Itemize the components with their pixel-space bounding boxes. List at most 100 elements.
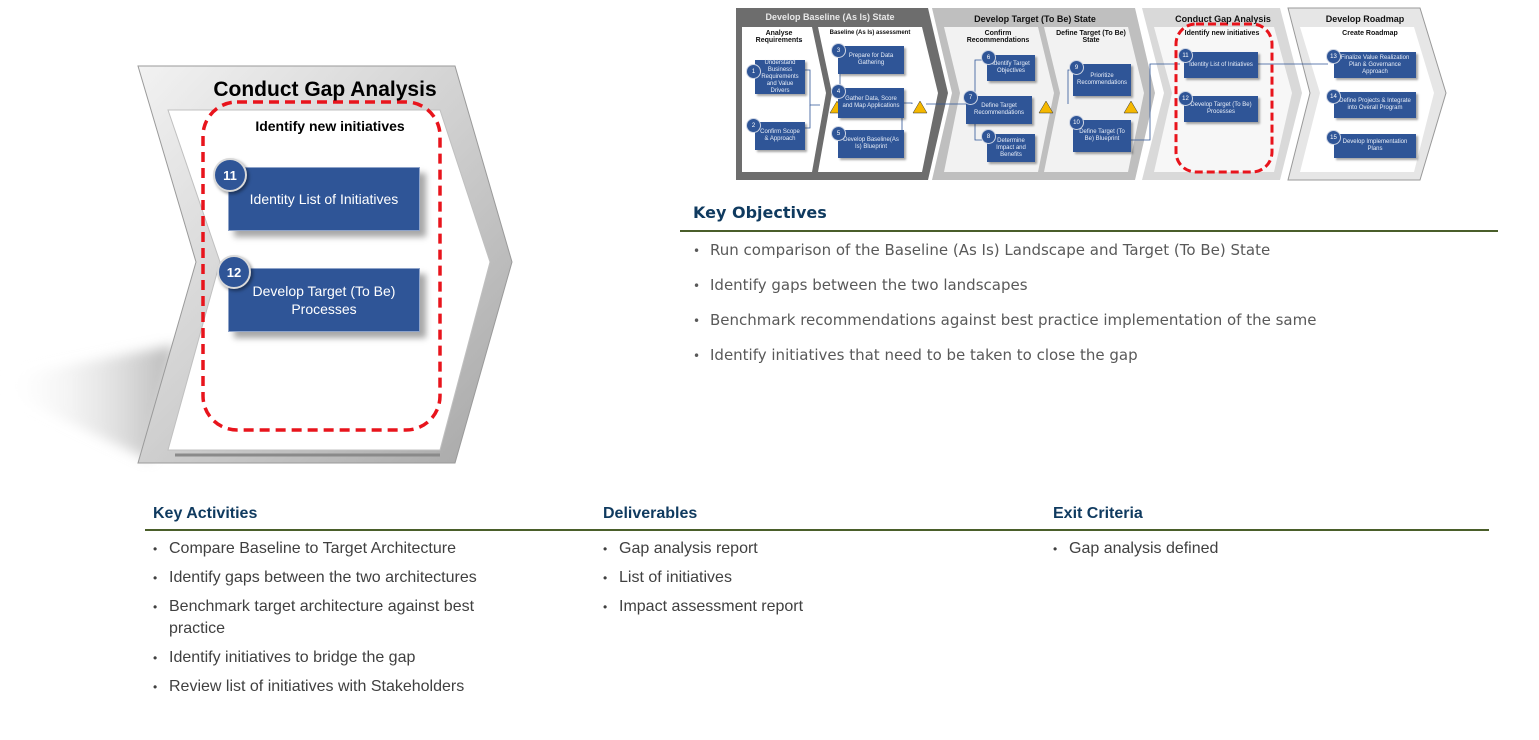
deliverable-text: Impact assessment report	[619, 598, 804, 615]
step-label: Gather Data, Score and Map Applications	[842, 96, 900, 109]
list-item: • Identify gaps between the two architect…	[153, 567, 533, 589]
bullet-icon: •	[693, 349, 701, 363]
deliverables-list: •Gap analysis report •List of initiative…	[603, 538, 1003, 625]
sub-phase-title: Create Roadmap	[1342, 30, 1398, 37]
step-label: Identify Target Objectives	[992, 61, 1030, 74]
bullet-icon: •	[693, 314, 701, 328]
step-box-5[interactable]: Develop Baseline(As Is) Blueprint	[838, 130, 904, 158]
step-label: Develop Implementation Plans	[1342, 139, 1408, 152]
step-box-11[interactable]: Identity List of Initiatives	[1184, 52, 1258, 78]
exit-criteria-list: • Gap analysis defined	[1053, 538, 1453, 567]
step-number-badge: 2	[746, 118, 761, 133]
chevron-shadow	[0, 345, 175, 460]
step-number-badge: 11	[213, 158, 247, 192]
exit-criteria-divider	[1045, 529, 1489, 531]
objective-text: Identify initiatives that need to be tak…	[710, 346, 1138, 364]
deliverable-text: Gap analysis report	[619, 540, 758, 557]
stage-title: Conduct Gap Analysis	[213, 78, 437, 101]
activity-text: Identify gaps between the two architectu…	[169, 569, 477, 586]
step-box-15[interactable]: Develop Implementation Plans	[1334, 134, 1416, 158]
list-item: • Benchmark target architecture against b…	[153, 596, 533, 640]
activity-text: Identify initiatives to bridge the gap	[169, 649, 416, 666]
key-objectives-divider	[680, 230, 1498, 232]
step-number-badge: 5	[831, 126, 846, 141]
exit-criteria-text: Gap analysis defined	[1069, 540, 1219, 557]
step-number-badge: 14	[1326, 89, 1341, 104]
key-activities-divider	[145, 529, 605, 531]
bullet-icon: •	[693, 279, 701, 293]
step-box-13[interactable]: Finalize Value Realization Plan & Govern…	[1334, 52, 1416, 78]
sub-phase-title: Identify new initiatives	[1184, 30, 1260, 37]
bullet-icon: •	[153, 571, 158, 585]
bullet-icon: •	[153, 680, 158, 694]
gate-triangle-icon	[1038, 100, 1054, 114]
exit-criteria-heading: Exit Criteria	[1053, 505, 1143, 522]
step-number-badge: 8	[981, 129, 996, 144]
list-item: • Gap analysis report	[603, 538, 1003, 560]
key-objectives-heading: Key Objectives	[693, 203, 827, 222]
step-label: Prepare for Data Gathering	[848, 53, 894, 66]
list-item: • Identify initiatives to bridge the gap	[153, 647, 533, 669]
phase-title: Develop Baseline (As Is) State	[765, 12, 895, 22]
gate-triangle-icon	[912, 100, 928, 114]
key-activities-heading: Key Activities	[153, 505, 258, 522]
step-box-9[interactable]: Prioritize Recommendations	[1073, 64, 1131, 96]
step-label: Develop Target (To Be) Processes	[1190, 102, 1252, 115]
step-box-4[interactable]: Gather Data, Score and Map Applications	[838, 88, 904, 118]
sub-phase-title: Analyse Requirements	[755, 30, 803, 44]
step-label: Develop Baseline(As Is) Blueprint	[843, 137, 899, 150]
key-activities-list: •Compare Baseline to Target Architecture…	[153, 538, 533, 705]
list-item: •List of initiatives	[603, 567, 1003, 589]
bullet-icon: •	[153, 651, 158, 665]
step-label: Define Target (To Be) Blueprint	[1079, 129, 1125, 142]
bullet-icon: •	[693, 244, 701, 258]
bullet-icon: •	[603, 600, 608, 614]
list-item: • Review list of initiatives with Stakeho…	[153, 676, 533, 698]
step-box-11[interactable]: Identity List of Initiatives	[228, 167, 420, 231]
objective-text: Identify gaps between the two landscapes	[710, 276, 1028, 294]
deliverable-text: List of initiatives	[619, 569, 732, 586]
step-label: Identity List of Initiatives	[1189, 61, 1253, 68]
sub-phase-title: Confirm Recommendations	[966, 30, 1030, 44]
step-number-badge: 13	[1326, 49, 1341, 64]
step-number-badge: 12	[217, 255, 251, 289]
sub-phase-title: Baseline (As Is) assessment	[829, 30, 911, 36]
process-map: Develop Baseline (As Is) State Develop T…	[730, 0, 1450, 185]
bullet-icon: •	[1053, 542, 1058, 556]
bullet-icon: •	[603, 542, 608, 556]
step-box-7[interactable]: Define Target Recommendations	[966, 96, 1032, 124]
activity-text: Compare Baseline to Target Architecture	[169, 540, 456, 557]
key-objectives-list: • Run comparison of the Baseline (As Is) …	[693, 238, 1316, 378]
step-box-12[interactable]: Develop Target (To Be) Processes	[228, 268, 420, 332]
deliverables-divider	[595, 529, 1055, 531]
highlight-dashed-outline	[201, 100, 442, 432]
step-label: Define Projects & Integrate into Overall…	[1339, 98, 1411, 111]
step-label: Identity List of Initiatives	[249, 191, 399, 207]
list-item: •Compare Baseline to Target Architecture	[153, 538, 533, 560]
step-box-3[interactable]: Prepare for Data Gathering	[838, 46, 904, 74]
bullet-icon: •	[153, 600, 158, 614]
step-box-2[interactable]: Confirm Scope & Approach	[755, 122, 805, 150]
objective-text: Run comparison of the Baseline (As Is) L…	[710, 241, 1271, 259]
list-item: • Run comparison of the Baseline (As Is) …	[693, 238, 1316, 273]
list-item: • Identify initiatives that need to be ta…	[693, 343, 1316, 378]
phase-title: Develop Target (To Be) State	[974, 14, 1096, 24]
step-number-badge: 11	[1178, 48, 1193, 63]
activity-text: Benchmark target architecture against be…	[169, 598, 475, 637]
step-label: Confirm Scope & Approach	[760, 129, 800, 142]
gate-triangle-icon	[1123, 100, 1139, 114]
step-number-badge: 1	[746, 64, 761, 79]
step-label: Define Target Recommendations	[973, 103, 1025, 116]
step-box-14[interactable]: Define Projects & Integrate into Overall…	[1334, 92, 1416, 118]
step-box-1[interactable]: Understand Business Requirements and Val…	[755, 60, 805, 94]
step-label: Determine Impact and Benefits	[996, 137, 1026, 158]
step-box-12[interactable]: Develop Target (To Be) Processes	[1184, 96, 1258, 122]
phase-title: Develop Roadmap	[1325, 14, 1405, 24]
highlight-dashed-outline	[1174, 22, 1274, 174]
step-number-badge: 4	[831, 84, 846, 99]
deliverables-heading: Deliverables	[603, 505, 698, 522]
step-number-badge: 6	[981, 50, 996, 65]
activity-text: Review list of initiatives with Stakehol…	[169, 678, 465, 695]
sub-phase-title: Define Target (To Be) State	[1056, 30, 1126, 44]
list-item: •Benchmark recommendations against best …	[693, 308, 1316, 343]
